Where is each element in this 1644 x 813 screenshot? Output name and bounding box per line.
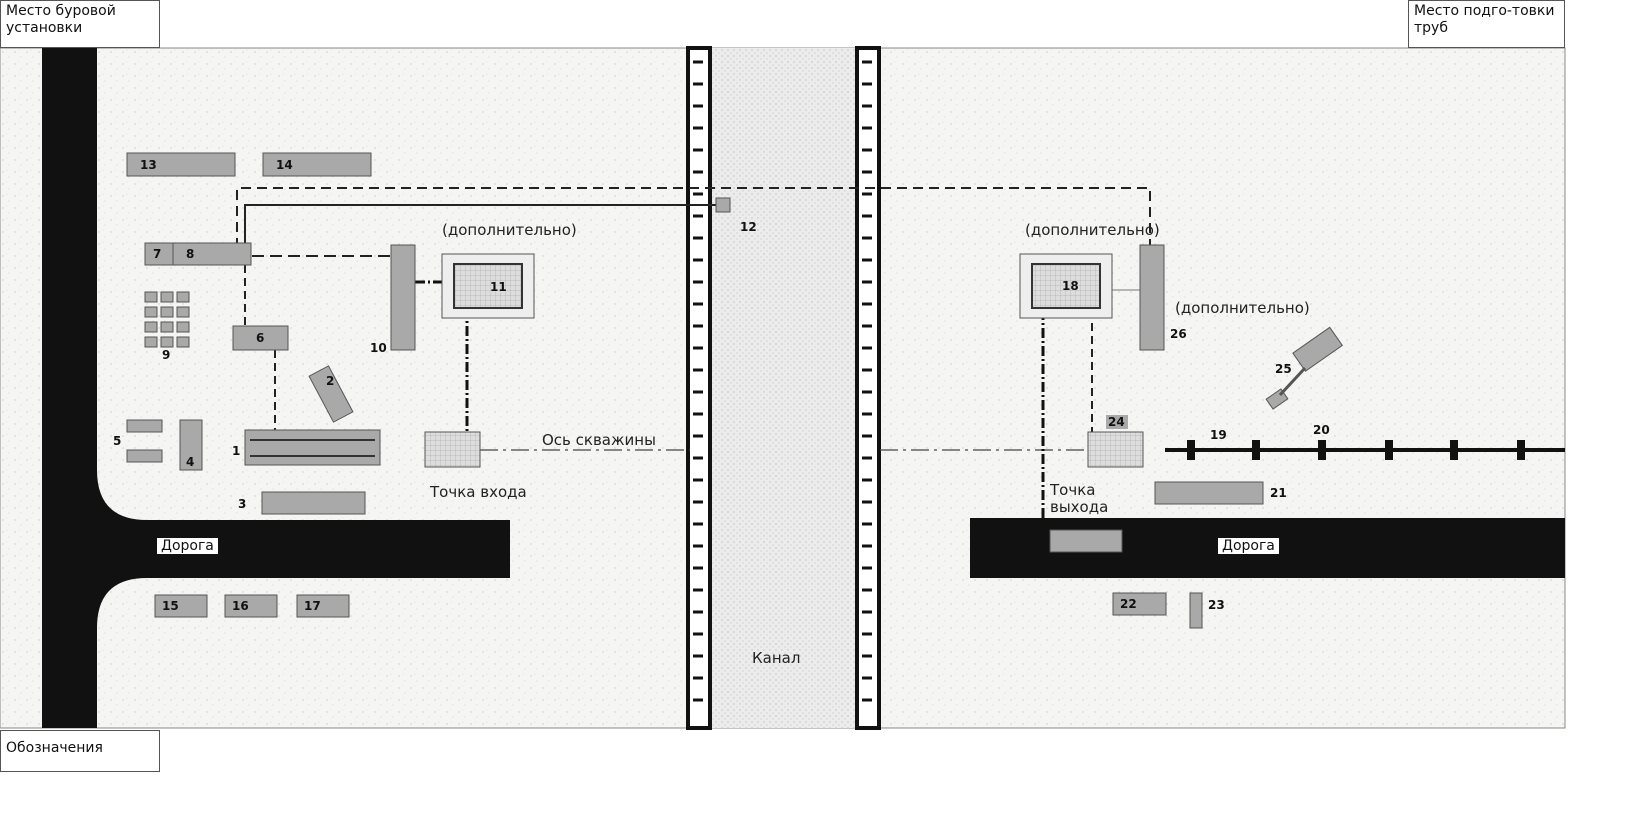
num-3: 3 <box>238 497 247 511</box>
exit-line-1: Точка <box>1050 481 1096 499</box>
truck-on-road <box>1049 529 1123 553</box>
equipment-24 <box>1106 415 1128 429</box>
canal-label: Канал <box>752 649 801 667</box>
pit-11 <box>441 253 535 319</box>
num-7: 7 <box>153 247 162 261</box>
num-4: 4 <box>186 455 195 469</box>
optional-label-tank: (дополнительно) <box>1175 299 1310 317</box>
entry-point-label: Точка входа <box>430 483 527 501</box>
equipment-4 <box>179 419 203 471</box>
equipment-26 <box>1139 244 1165 351</box>
drill-rig-rails <box>250 439 375 457</box>
equipment-2 <box>308 365 354 423</box>
num-21: 21 <box>1270 486 1287 500</box>
equipment-16 <box>224 594 278 618</box>
num-10: 10 <box>370 341 387 355</box>
cable-dashed <box>236 187 1151 248</box>
road-left <box>42 48 510 728</box>
equipment-13 <box>126 152 236 177</box>
pipe-site-label: Место подго-товки труб <box>1408 0 1565 48</box>
equipment-23 <box>1189 592 1203 629</box>
equipment-12 <box>715 197 731 213</box>
num-26: 26 <box>1170 327 1187 341</box>
optional-label-left: (дополнительно) <box>442 221 577 239</box>
drill-rig-1 <box>244 429 381 466</box>
num-25: 25 <box>1275 362 1292 376</box>
num-18: 18 <box>1062 279 1079 293</box>
road-label-right: Дорога <box>1218 538 1279 554</box>
bank-ticks <box>693 60 872 702</box>
road-label-left: Дорога <box>157 538 218 554</box>
equipment-6 <box>232 325 289 351</box>
num-23: 23 <box>1208 598 1225 612</box>
exit-pit-24 <box>1087 431 1144 468</box>
canal-bank-right <box>855 46 881 730</box>
num-19: 19 <box>1210 428 1227 442</box>
excavator-25 <box>1292 326 1344 372</box>
num-14: 14 <box>276 158 293 172</box>
equipment-17 <box>296 594 350 618</box>
num-13: 13 <box>140 158 157 172</box>
num-2: 2 <box>326 374 335 388</box>
equipment-21 <box>1154 481 1264 505</box>
canal <box>710 48 857 728</box>
exit-line-2: выхода <box>1050 498 1109 516</box>
canal-bank-left <box>686 46 712 730</box>
drill-site-label: Место буровой установки <box>0 0 160 48</box>
num-5: 5 <box>113 434 122 448</box>
num-15: 15 <box>162 599 179 613</box>
num-9: 9 <box>162 348 171 362</box>
equipment-8 <box>172 242 252 266</box>
num-22: 22 <box>1120 597 1137 611</box>
num-1: 1 <box>232 444 241 458</box>
num-12: 12 <box>740 220 757 234</box>
num-20: 20 <box>1313 423 1330 437</box>
num-11: 11 <box>490 280 507 294</box>
well-axis-label: Ось скважины <box>542 431 656 449</box>
equipment-14 <box>262 152 372 177</box>
equipment-5b <box>126 449 163 463</box>
num-17: 17 <box>304 599 321 613</box>
equipment-22 <box>1112 592 1167 616</box>
entry-pit <box>424 431 481 468</box>
equipment-5a <box>126 419 163 433</box>
optional-label-right: (дополнительно) <box>1025 221 1160 239</box>
cable-solid <box>244 204 722 245</box>
legend-label: Обозначения <box>0 730 160 772</box>
num-24: 24 <box>1108 415 1125 429</box>
pipe-joints <box>1187 440 1525 460</box>
equipment-9 <box>144 291 190 348</box>
equipment-15 <box>154 594 208 618</box>
equipment-3 <box>261 491 366 515</box>
num-8: 8 <box>186 247 195 261</box>
num-16: 16 <box>232 599 249 613</box>
num-6: 6 <box>256 331 265 345</box>
excavator-25-arm <box>1278 366 1307 397</box>
equipment-10 <box>390 244 416 351</box>
pit-18 <box>1019 253 1113 319</box>
